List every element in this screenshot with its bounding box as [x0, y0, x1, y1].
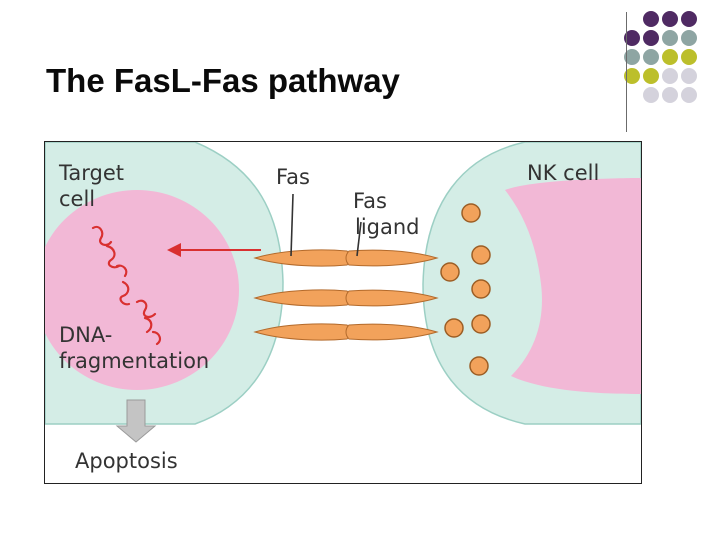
granule: [440, 262, 460, 282]
fas-ligand-pointer: [356, 221, 362, 257]
label-fas-ligand-1: Fas: [353, 189, 387, 213]
fas-fasl-complexes: [253, 249, 439, 341]
fas-ligand: [345, 289, 439, 307]
decorative-dot: [624, 30, 640, 46]
decorative-dot: [624, 68, 640, 84]
decorative-dot: [643, 30, 659, 46]
granule: [444, 318, 464, 338]
label-apoptosis: Apoptosis: [75, 449, 178, 473]
fas-ligand: [345, 323, 439, 341]
decorative-dot: [662, 30, 678, 46]
label-target-cell-1: Target: [58, 161, 124, 185]
decorative-dot: [681, 49, 697, 65]
granule: [471, 314, 491, 334]
label-target-cell-2: cell: [59, 187, 95, 211]
decorative-dot: [681, 68, 697, 84]
decorative-dot: [662, 11, 678, 27]
signal-arrowhead: [167, 243, 181, 257]
decorative-dot: [662, 68, 678, 84]
label-fas: Fas: [276, 165, 310, 189]
fas-fasl-complex: [253, 289, 439, 307]
decorative-dot: [643, 49, 659, 65]
decorative-dot: [643, 68, 659, 84]
granule: [471, 279, 491, 299]
granule: [471, 245, 491, 265]
nk-cell-nucleus: [505, 178, 641, 394]
slide-title: The FasL-Fas pathway: [46, 62, 400, 99]
granule: [461, 203, 481, 223]
decorative-dot: [662, 49, 678, 65]
granule: [469, 356, 489, 376]
pathway-diagram: Target cell Fas Fas ligand NK cell DNA- …: [44, 141, 642, 484]
fas-pointer: [290, 193, 294, 257]
decorative-dot-grid: [624, 11, 697, 103]
decorative-dot: [681, 11, 697, 27]
label-dna-fragmentation-1: DNA-: [59, 323, 112, 347]
fas-fasl-complex: [253, 323, 439, 341]
apoptosis-arrow: [115, 399, 157, 443]
fas-ligand: [345, 249, 439, 267]
decorative-dot: [643, 11, 659, 27]
decorative-dot: [681, 87, 697, 103]
target-cell: [45, 142, 284, 425]
decorative-dot: [643, 87, 659, 103]
decorative-dot: [624, 49, 640, 65]
fas-fasl-complex: [253, 249, 439, 267]
fragmented-dna: [91, 225, 162, 346]
cytotoxic-granules: [440, 203, 491, 376]
label-fas-ligand-2: ligand: [355, 215, 420, 239]
label-dna-fragmentation-2: fragmentation: [59, 349, 209, 373]
decorative-dot: [681, 30, 697, 46]
label-nk-cell: NK cell: [527, 161, 599, 185]
decorative-divider-line: [626, 12, 627, 132]
decorative-dot: [662, 87, 678, 103]
